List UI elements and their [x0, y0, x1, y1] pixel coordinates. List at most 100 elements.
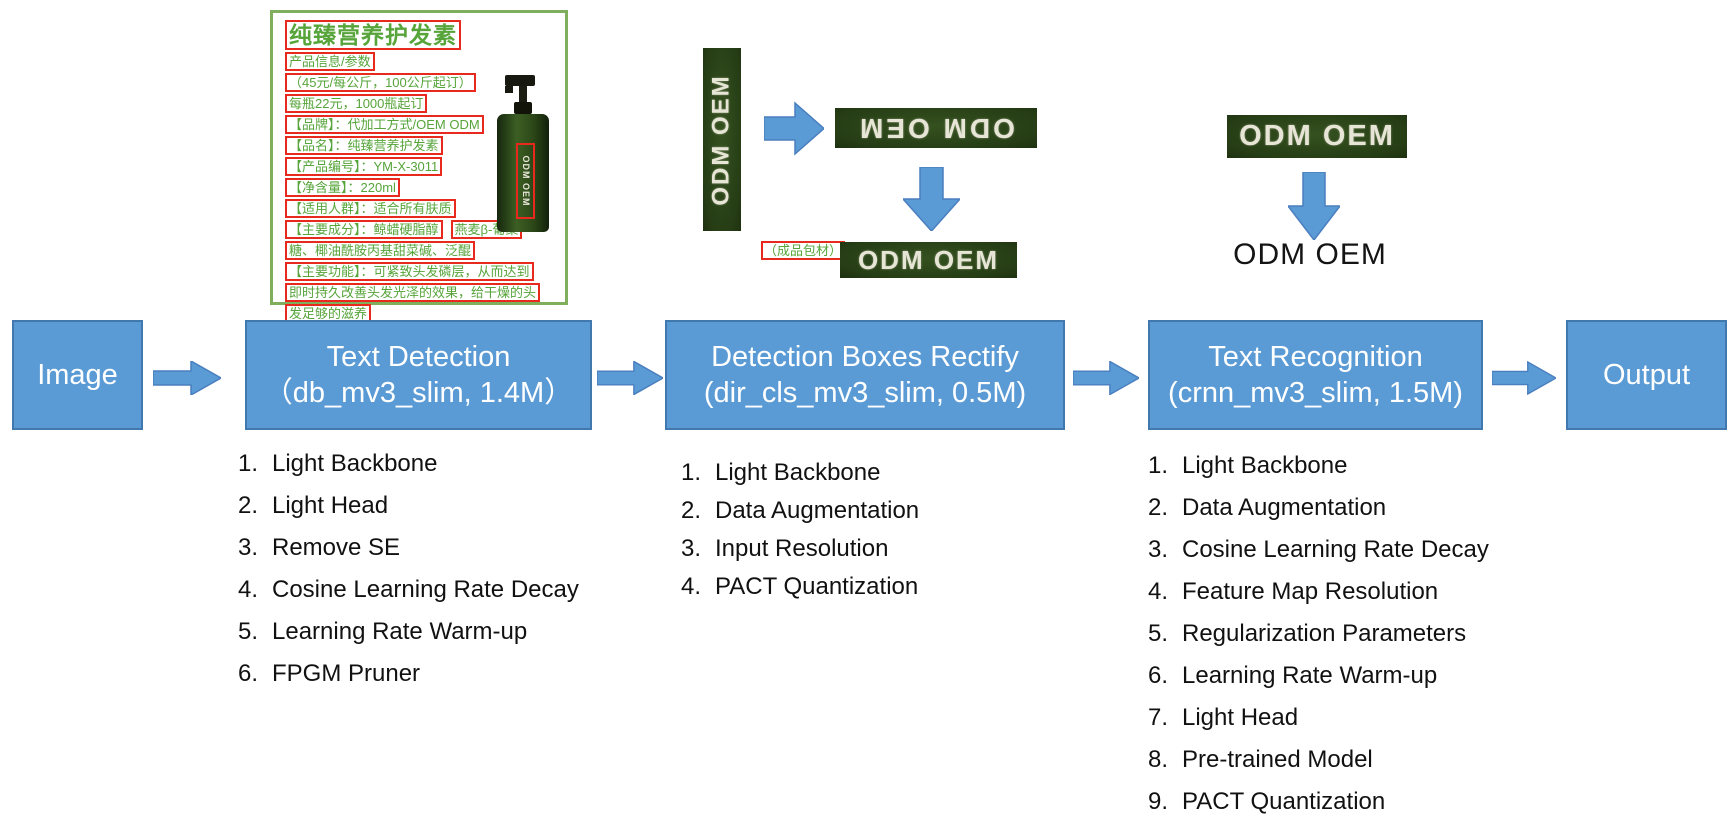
list-item-text: Cosine Learning Rate Decay — [1182, 536, 1489, 563]
list-item-number: 2. — [238, 492, 259, 519]
rectify-output-crop: ODM OEM — [840, 242, 1017, 278]
list-item: 2. Data Augmentation — [1148, 494, 1489, 536]
arrow-right-icon — [1492, 361, 1556, 395]
list-item-number: 1. — [681, 459, 702, 486]
list-item: 1. Light Backbone — [681, 459, 919, 497]
list-item-number: 3. — [681, 535, 702, 562]
list-item: 3. Input Resolution — [681, 535, 919, 573]
detected-text-line: 【适用人群】：适合所有肤质 — [285, 199, 456, 218]
list-item-text: PACT Quantization — [715, 573, 919, 600]
list-item-text: Regularization Parameters — [1182, 620, 1467, 647]
detected-text-line: 【品牌】：代加工方式/OEM ODM — [285, 115, 484, 134]
list-item-text: PACT Quantization — [1182, 788, 1386, 815]
list-item: 9. PACT Quantization — [1148, 788, 1489, 830]
list-item-text: Light Head — [1182, 704, 1299, 731]
list-item: 4. PACT Quantization — [681, 573, 919, 611]
bottle-body — [497, 114, 549, 232]
detected-text-line: 纯臻营养护发素 — [285, 20, 461, 50]
recognition-optimizations-list: 1. Light Backbone 2. Data Augmentation 3. Cos… — [1148, 452, 1489, 830]
detected-text-line: 【产品编号】：YM-X-3011 — [285, 157, 443, 176]
list-item: 2. Data Augmentation — [681, 497, 919, 535]
pipeline-node-text-detection: Text Detection （db_mv3_slim, 1.4M） — [245, 320, 592, 430]
detected-text-line: （45元/每公斤，100公斤起订） — [285, 73, 476, 92]
list-item: 2. Light Head — [238, 492, 579, 534]
pipeline-node-text-recognition: Text Recognition (crnn_mv3_slim, 1.5M) — [1148, 320, 1483, 430]
rectify-input-crop: ODM OEM — [703, 48, 741, 231]
list-item-text: Data Augmentation — [1182, 494, 1387, 521]
node-title: Text Detection — [326, 341, 511, 373]
list-item-number: 4. — [681, 573, 702, 600]
list-item: 3. Cosine Learning Rate Decay — [1148, 536, 1489, 578]
node-title: Detection Boxes Rectify — [711, 341, 1019, 373]
list-item-text: Light Head — [272, 492, 389, 519]
recognition-input-crop: ODM OEM — [1227, 115, 1407, 158]
arrow-down-icon — [1288, 172, 1340, 240]
detected-text-line: 【主要功能】：可紧致头发磷层，从而达到 — [285, 262, 534, 281]
bottle-pump-collar — [514, 102, 532, 114]
list-item: 1. Light Backbone — [1148, 452, 1489, 494]
arrow-right-icon — [1073, 361, 1139, 395]
bottle-pump-stem — [519, 86, 527, 102]
list-item-number: 5. — [238, 618, 259, 645]
arrow-right-icon — [764, 101, 824, 156]
pipeline-node-detection-boxes-rectify: Detection Boxes Rectify (dir_cls_mv3_sli… — [665, 320, 1065, 430]
detected-text-line: 发足够的滋养 — [285, 304, 372, 323]
package-material-label: （成品包材） — [761, 241, 846, 260]
list-item: 6. FPGM Pruner — [238, 660, 579, 702]
list-item-number: 3. — [238, 534, 259, 561]
list-item-text: Learning Rate Warm-up — [1182, 662, 1438, 689]
bottle-pump-lip — [505, 86, 513, 93]
bottle-detected-label: ODM OEM — [516, 143, 535, 219]
list-item-number: 1. — [1148, 452, 1169, 479]
list-item: 1.Light Backbone — [238, 450, 579, 492]
list-item: 6. Learning Rate Warm-up — [1148, 662, 1489, 704]
list-item-number: 7. — [1148, 704, 1169, 731]
list-item-text: Light Backbone — [1182, 452, 1348, 479]
list-item-number: 5. — [1148, 620, 1169, 647]
node-title: Output — [1602, 359, 1691, 391]
list-item-number: 6. — [238, 660, 259, 687]
list-item-text: Remove SE — [272, 534, 401, 561]
detected-text-line: 糖、椰油酰胺丙基甜菜碱、泛醌 — [285, 241, 476, 260]
list-item-number: 9. — [1148, 788, 1169, 815]
detected-text-line: 【品名】：纯臻营养护发素 — [285, 136, 443, 155]
list-item: 5. Regularization Parameters — [1148, 620, 1489, 662]
rectify-rotated-crop: ODM OEM — [835, 108, 1037, 148]
list-item-number: 2. — [1148, 494, 1169, 521]
sample-image-card: 纯臻营养护发素 产品信息/参数 （45元/每公斤，100公斤起订） 每瓶22元，… — [270, 10, 846, 323]
list-item-text: Input Resolution — [715, 535, 889, 562]
list-item-text: Light Backbone — [272, 450, 438, 477]
list-item-number: 2. — [681, 497, 702, 524]
list-item-text: Pre-trained Model — [1182, 746, 1373, 773]
list-item-number: 4. — [1148, 578, 1169, 605]
arrow-right-icon — [153, 361, 221, 395]
list-item-number: 8. — [1148, 746, 1169, 773]
detected-text-line: 即时持久改善头发光泽的效果，给干燥的头 — [285, 283, 541, 302]
detected-text-line: 燕麦β-葡聚 — [450, 220, 523, 239]
list-item-number: 3. — [1148, 536, 1169, 563]
detected-text-line: 产品信息/参数 — [285, 52, 375, 71]
list-item: 3. Remove SE — [238, 534, 579, 576]
detected-text-line: 【净含量】：220ml — [285, 178, 400, 197]
list-item-text: Data Augmentation — [715, 497, 920, 524]
list-item-number: 6. — [1148, 662, 1169, 689]
list-item-text: Cosine Learning Rate Decay — [272, 576, 579, 603]
list-item-text: FPGM Pruner — [272, 660, 421, 687]
list-item-text: Feature Map Resolution — [1182, 578, 1439, 605]
product-bottle-image: ODM OEM — [497, 75, 555, 239]
arrow-right-icon — [597, 361, 663, 395]
list-item: 4. Cosine Learning Rate Decay — [238, 576, 579, 618]
pipeline-node-image: Image — [12, 320, 143, 430]
list-item: 5.Learning Rate Warm-up — [238, 618, 579, 660]
list-item-number: 4. — [238, 576, 259, 603]
list-item: 4. Feature Map Resolution — [1148, 578, 1489, 620]
node-title: Image — [37, 359, 118, 391]
list-item: 8. Pre-trained Model — [1148, 746, 1489, 788]
pipeline-node-output: Output — [1566, 320, 1727, 430]
recognition-result-text: ODM OEM — [1233, 238, 1387, 271]
node-subtitle: (dir_cls_mv3_slim, 0.5M) — [703, 377, 1027, 409]
list-item-text: Light Backbone — [715, 459, 881, 486]
node-subtitle: （db_mv3_slim, 1.4M） — [263, 377, 574, 409]
